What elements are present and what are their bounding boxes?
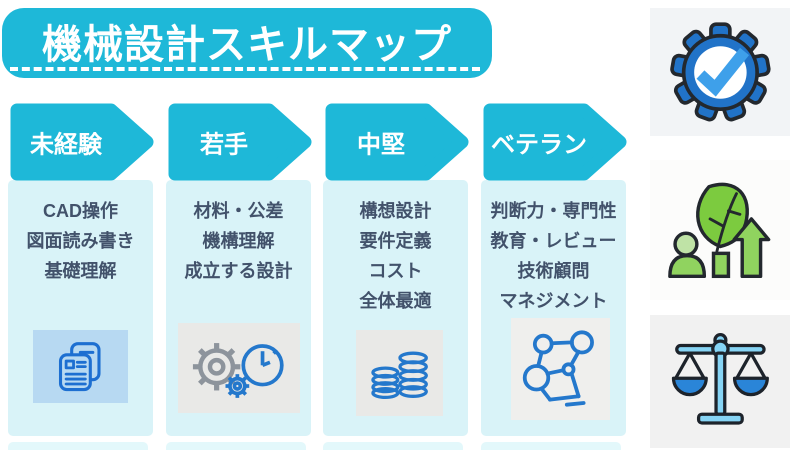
coin-stacks-icon-box [356,330,443,416]
gear-check-icon [669,21,771,121]
skill-list: 構想設計 要件定義 コスト 全体最適 [323,196,468,316]
skill-item: 成立する設計 [184,261,293,281]
growth-icon-box [650,160,790,300]
column-card-junior: 材料・公差 機構理解 成立する設計 [166,180,311,436]
bottom-strip [166,442,306,450]
arrow-shape [168,103,312,181]
skill-item: 技術顧問 [517,261,590,281]
skill-list: CAD操作 図面読み書き 基礎理解 [8,196,153,286]
skill-item: コスト [368,261,423,281]
skill-item: 構想設計 [359,201,432,221]
skill-item: 材料・公差 [193,201,284,221]
skill-item: 基礎理解 [44,261,117,281]
gear-check-icon-box [650,8,790,136]
skill-item: マネジメント [499,291,608,311]
arrow-shape [483,103,627,181]
stage-arrow-veteran: ベテラン [483,103,628,181]
skill-item: 機構理解 [202,231,275,251]
bottom-strip [8,442,148,450]
stage-label: ベテラン [491,131,587,159]
bottom-strip [481,442,621,450]
stage-label: 未経験 [30,131,102,159]
skill-item: 要件定義 [359,231,432,251]
network-icon-box [511,318,610,420]
stage-arrow-junior: 若手 [168,103,313,181]
stage-label: 若手 [200,131,248,159]
title-banner: 機械設計スキルマップ [2,8,492,78]
arrow-shape [10,103,154,181]
skill-item: CAD操作 [43,201,118,221]
skill-list: 判断力・専門性 教育・レビュー 技術顧問 マネジメント [481,196,626,316]
growth-icon [667,182,770,278]
coin-stacks-icon [370,351,428,400]
skill-item: 図面読み書き [26,231,135,251]
skill-item: 判断力・専門性 [490,201,617,221]
column-card-veteran: 判断力・専門性 教育・レビュー 技術顧問 マネジメント [481,180,626,436]
stage-label: 中堅 [357,131,405,159]
stage-arrow-beginner: 未経験 [10,103,155,181]
column-card-beginner: CAD操作 図面読み書き 基礎理解 [8,180,153,436]
bottom-strip [323,442,463,450]
network-icon [523,330,595,407]
page-title: 機械設計スキルマップ [42,23,452,67]
documents-icon [59,342,101,392]
balance-scale-icon [671,332,769,425]
arrow-shape [325,103,469,181]
documents-icon-box [33,330,128,403]
gears-clock-icon-box [178,323,300,413]
balance-scale-icon-box [650,315,790,448]
skill-list: 材料・公差 機構理解 成立する設計 [166,196,311,286]
column-card-midlevel: 構想設計 要件定義 コスト 全体最適 [323,180,468,436]
gears-clock-icon [193,342,284,398]
skill-item: 全体最適 [359,291,432,311]
skill-item: 教育・レビュー [490,231,617,251]
stage-arrow-midlevel: 中堅 [325,103,470,181]
banner-dashed-line [10,67,480,71]
